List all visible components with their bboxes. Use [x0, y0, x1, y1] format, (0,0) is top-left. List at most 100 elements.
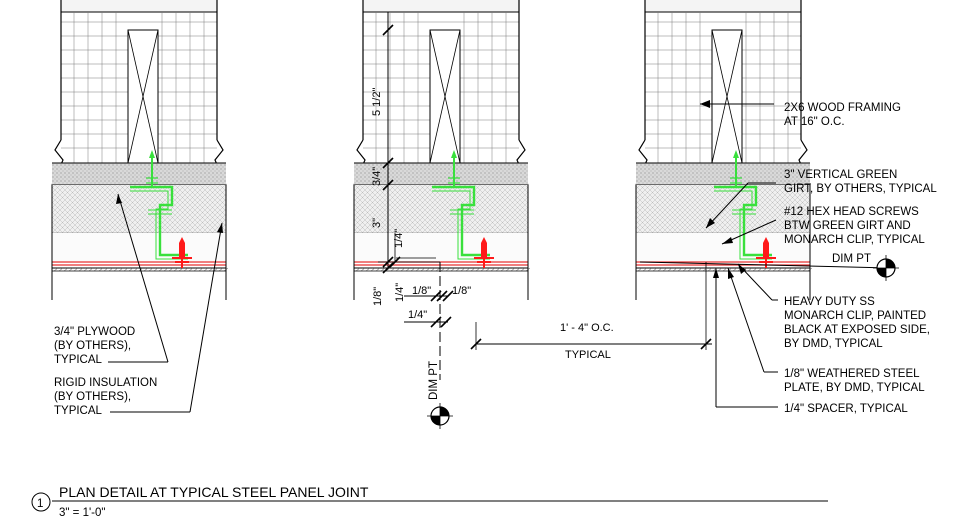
arrow-girt [706, 218, 715, 228]
insulation-layer [354, 185, 528, 233]
plate-hatch [153, 267, 159, 272]
hex-screw-tip [481, 237, 487, 243]
dim-3-4: 3/4" [371, 167, 383, 186]
dim-3: 3" [371, 218, 383, 228]
plate-hatch [460, 267, 466, 272]
plate-hatch [722, 267, 728, 272]
leader-plate [727, 267, 765, 373]
label-monarch-clip-1: HEAVY DUTY SS [784, 296, 875, 308]
plate-hatch [672, 267, 678, 272]
air-gap [354, 233, 528, 261]
leader-insulation [189, 222, 223, 413]
dim-pt-quad-2 [877, 268, 886, 277]
plate-hatch [652, 267, 658, 272]
plate-hatch [380, 267, 386, 272]
hex-screw-tip [763, 237, 769, 243]
plate-hatch [410, 267, 416, 272]
plate-hatch [440, 267, 446, 272]
stud-x-2 [711, 29, 743, 164]
plate-hatch [435, 267, 441, 272]
plate-hatch [792, 267, 798, 272]
plate-hatch [143, 267, 149, 272]
dim-pt-right-line [639, 261, 893, 269]
plate-hatch [657, 267, 663, 272]
plate-hatch [797, 267, 803, 272]
arrow-insulation [217, 223, 223, 233]
top-band [61, 0, 217, 12]
label-dim-pt-bottom: DIM PT [428, 361, 440, 400]
hex-screw-head [481, 243, 487, 257]
plywood-layer [354, 163, 528, 185]
dim-1-8-a: 1/8" [412, 285, 431, 297]
top-band [363, 0, 519, 12]
plate-hatch [642, 267, 648, 272]
plate-hatch [123, 267, 129, 272]
top-band [645, 0, 801, 12]
plate-hatch [78, 267, 84, 272]
dim-pt-symbol-bottom [427, 403, 453, 429]
plate-hatch [415, 267, 421, 272]
plate-hatch [732, 267, 738, 272]
leader-girt [705, 182, 749, 229]
insulation-layer [636, 185, 810, 233]
arrow-plate [728, 268, 734, 279]
label-hex-screws-1: #12 HEX HEAD SCREWS [784, 206, 919, 218]
label-green-girt-2: GIRT, BY OTHERS, TYPICAL [784, 183, 937, 195]
dim-pt-quad-2 [431, 416, 440, 425]
girt-screw-tip [733, 150, 739, 158]
label-plywood-2: (BY OTHERS), [54, 340, 131, 352]
plate-hatch [505, 267, 511, 272]
label-dim-pt-right: DIM PT [832, 253, 871, 265]
dim-pt-symbol-right [873, 255, 899, 281]
plywood-layer [636, 163, 810, 185]
plate-hatch [430, 267, 436, 272]
leader-plywood [117, 193, 169, 363]
label-hex-screws-2: BTW GREEN GIRT AND [784, 220, 911, 232]
plate-hatch [68, 267, 74, 272]
dimension-tick [382, 24, 394, 36]
plate-hatch [692, 267, 698, 272]
arrow-plywood [116, 194, 122, 204]
detail-number: 1 [37, 498, 43, 510]
plate-hatch [747, 267, 753, 272]
plate-hatch [490, 267, 496, 272]
plate-hatch [218, 267, 224, 272]
dim-1-4-lower: 1/4" [394, 283, 406, 302]
plate-hatch [772, 267, 778, 272]
dim-1-4-h: 1/4" [408, 309, 427, 321]
plywood-layer [52, 163, 226, 185]
plate-hatch [495, 267, 501, 272]
plate-hatch [420, 267, 426, 272]
plate-hatch [208, 267, 214, 272]
dim-pt-quad-1 [886, 259, 895, 268]
label-wood-framing-2: AT 16" O.C. [784, 116, 845, 128]
plate-hatch [198, 267, 204, 272]
plate-hatch [108, 267, 114, 272]
dimension-tick [430, 316, 442, 328]
label-green-girt-1: 3" VERTICAL GREEN [784, 169, 897, 181]
plate-hatch [757, 267, 763, 272]
dim-5-1-2: 5 1/2" [371, 88, 383, 116]
plate-hatch [425, 267, 431, 272]
plate-hatch [178, 267, 184, 272]
plate-hatch [510, 267, 516, 272]
green-girt [130, 150, 188, 260]
monarch-clip [756, 237, 776, 268]
label-monarch-clip-3: BLACK AT EXPOSED SIDE, [784, 324, 930, 336]
dimension-tick [430, 290, 442, 302]
dimension-tick [442, 290, 454, 302]
stud-x-2 [127, 29, 159, 164]
plate-hatch [148, 267, 154, 272]
air-gap [52, 233, 226, 261]
girt-screw-tip [451, 150, 457, 158]
detail-title: PLAN DETAIL AT TYPICAL STEEL PANEL JOINT [59, 484, 369, 500]
plate-hatch [168, 267, 174, 272]
plate-hatch [193, 267, 199, 272]
plate-hatch [762, 267, 768, 272]
plate-hatch [113, 267, 119, 272]
plate-hatch [93, 267, 99, 272]
label-insulation-2: (BY OTHERS), [54, 391, 131, 403]
plate-hatch [647, 267, 653, 272]
air-gap [636, 233, 810, 261]
